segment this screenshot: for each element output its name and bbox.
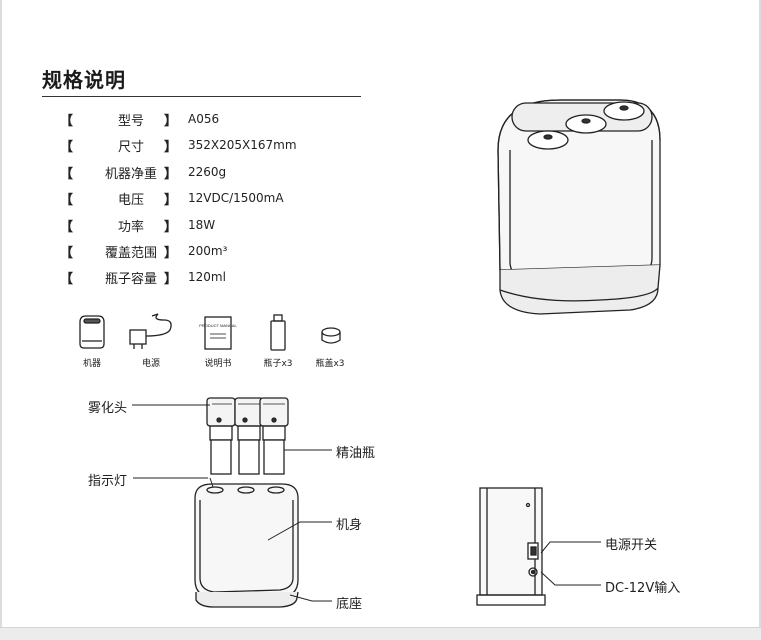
bracket-open: 【	[60, 193, 74, 208]
bracket-close: 】	[164, 114, 178, 129]
power-adapter-icon	[129, 313, 172, 349]
callout-lines	[132, 404, 601, 602]
manual-icon-text: PRODUCT MANUAL	[199, 323, 237, 328]
exploded-nozzles-bottles-illustration	[206, 397, 289, 475]
bracket-open: 【	[60, 114, 74, 129]
machine-icon	[79, 315, 105, 349]
spec-value: A056	[188, 112, 220, 126]
callout-base: 底座	[336, 597, 363, 612]
accessory-label: 机器	[82, 359, 101, 369]
callout-dc-input: DC-12V输入	[605, 581, 681, 596]
bracket-close: 】	[164, 167, 178, 182]
bracket-close: 】	[164, 272, 178, 287]
diffuser-perspective-illustration	[497, 99, 661, 315]
page-title: 规格说明	[42, 68, 126, 92]
spec-value: 2260g	[188, 165, 227, 179]
spec-label: 覆盖范围	[104, 246, 157, 261]
spec-value: 352X205X167mm	[188, 138, 297, 152]
spec-value: 120ml	[188, 270, 226, 284]
bracket-close: 】	[164, 220, 178, 235]
spec-label: 瓶子容量	[104, 272, 157, 287]
callout-indicator: 指示灯	[88, 474, 128, 489]
title-underline	[42, 96, 361, 97]
spec-label: 电压	[117, 193, 144, 208]
bracket-open: 【	[60, 220, 74, 235]
spec-value: 18W	[188, 218, 216, 232]
callout-nozzle: 雾化头	[88, 401, 128, 416]
callout-body: 机身	[336, 518, 363, 533]
bracket-open: 【	[60, 140, 74, 155]
bracket-open: 【	[60, 167, 74, 182]
callout-power-switch: 电源开关	[605, 538, 658, 553]
bracket-close: 】	[164, 140, 178, 155]
accessory-label: 瓶盖x3	[315, 359, 345, 369]
accessory-label: 电源	[141, 359, 160, 369]
exploded-body-illustration	[194, 483, 299, 608]
bracket-close: 】	[164, 193, 178, 208]
page-footer-band	[0, 627, 761, 640]
spec-label: 功率	[117, 220, 144, 235]
accessory-label: 瓶子x3	[263, 359, 293, 369]
accessory-label: 说明书	[204, 359, 232, 369]
bottle-icon	[270, 314, 286, 351]
page-border-right	[759, 0, 761, 640]
bottle-cap-icon	[321, 327, 341, 344]
spec-label: 机器净重	[104, 167, 157, 182]
spec-label: 型号	[117, 114, 144, 129]
bracket-open: 【	[60, 246, 74, 261]
spec-label: 尺寸	[117, 140, 144, 155]
page-border-left	[0, 0, 2, 640]
spec-value: 200m³	[188, 244, 228, 258]
manual-icon	[204, 316, 232, 350]
bracket-open: 【	[60, 272, 74, 287]
callout-bottle: 精油瓶	[336, 446, 376, 461]
bracket-close: 】	[164, 246, 178, 261]
spec-value: 12VDC/1500mA	[188, 191, 284, 205]
diffuser-back-view-illustration	[476, 487, 546, 606]
